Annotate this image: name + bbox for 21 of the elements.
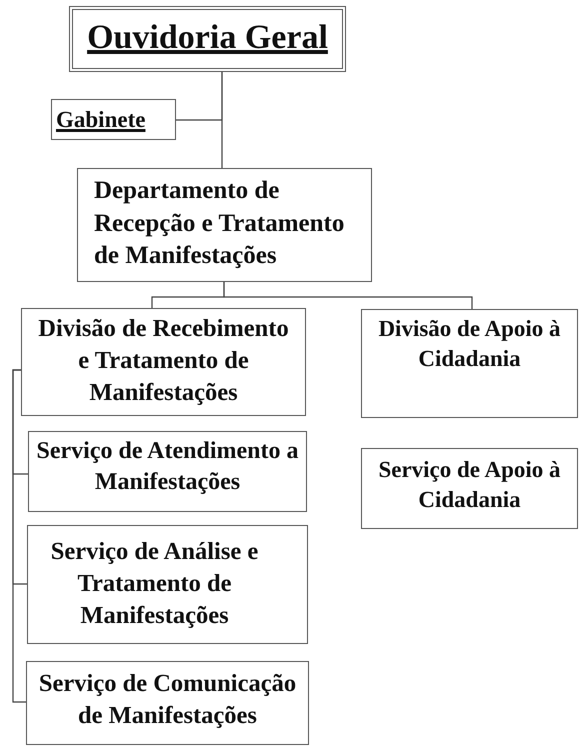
connector-line [176,72,223,121]
unit-name: Serviço de Comunicação de Manifestações [38,669,298,731]
connector-line [223,282,473,309]
org-unit-box [69,6,346,72]
org-unit-box [21,308,306,416]
org-unit-box [51,99,176,140]
org-unit-box [26,661,309,745]
unit-name: Departamento de Recepção e Tratamento de Manifestações [94,176,346,271]
unit-name: Ouvidoria Geral [86,18,329,58]
unit-name: Serviço de Análise e Tratamento de Manifestações [50,537,260,631]
org-unit-box [361,448,578,529]
org-unit-box [28,431,307,512]
org-unit-box [361,309,578,418]
connector-line [12,369,26,703]
unit-name: Gabinete [56,107,146,134]
unit-name: Serviço de Apoio à Cidadania [377,456,562,514]
org-unit-box [77,168,372,282]
unit-name: Divisão de Apoio à Cidadania [377,315,562,373]
unit-name: Serviço de Atendimento a Manifestações [36,437,300,498]
unit-name: Divisão de Recebimento e Tratamento de Manifestações [37,314,290,408]
org-unit-box [27,525,308,644]
